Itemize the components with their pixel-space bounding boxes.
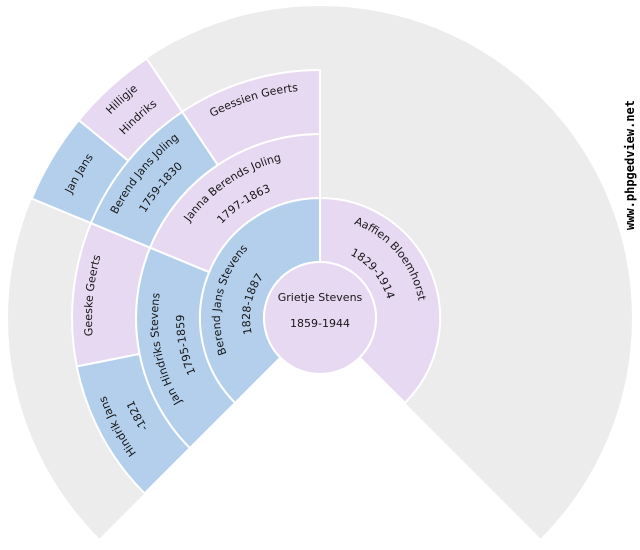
center-person-dates: 1859-1944	[290, 317, 350, 330]
phpgedview-watermark: www.phpgedview.net	[623, 100, 637, 230]
segment-gg-grandmother[interactable]	[77, 57, 184, 163]
center-person-circle[interactable]	[263, 261, 377, 375]
center-person-name: Grietje Stevens	[278, 291, 363, 304]
segment-great-grandmother-2[interactable]	[180, 68, 321, 167]
